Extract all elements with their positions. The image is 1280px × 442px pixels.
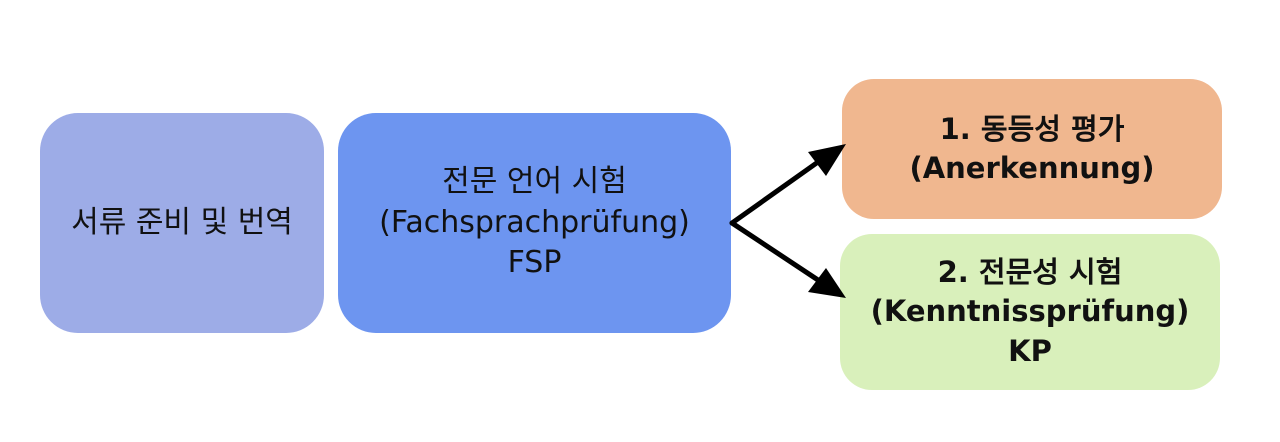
kp-exam-box: 2. 전문성 시험 (Kenntnissprüfung) KP — [840, 234, 1220, 390]
fsp-title: 전문 언어 시험 — [442, 164, 627, 200]
kp-german-name: (Kenntnissprüfung) — [870, 294, 1190, 329]
arrow-to-equivalence — [729, 144, 846, 226]
document-preparation-box: 서류 준비 및 번역 — [40, 113, 324, 333]
fsp-german-name: (Fachsprachprüfung) — [379, 204, 690, 240]
equivalence-title: 1. 동등성 평가 — [939, 111, 1125, 146]
kp-title: 2. 전문성 시험 — [937, 255, 1123, 290]
kp-abbreviation: KP — [1008, 333, 1052, 368]
arrow-to-kp — [729, 220, 846, 298]
fsp-exam-box: 전문 언어 시험 (Fachsprachprüfung) FSP — [338, 113, 731, 333]
equivalence-german-name: (Anerkennung) — [909, 151, 1155, 185]
equivalence-assessment-box: 1. 동등성 평가 (Anerkennung) — [842, 79, 1222, 219]
fsp-abbreviation: FSP — [507, 245, 562, 281]
document-preparation-label: 서류 준비 및 번역 — [71, 204, 293, 240]
